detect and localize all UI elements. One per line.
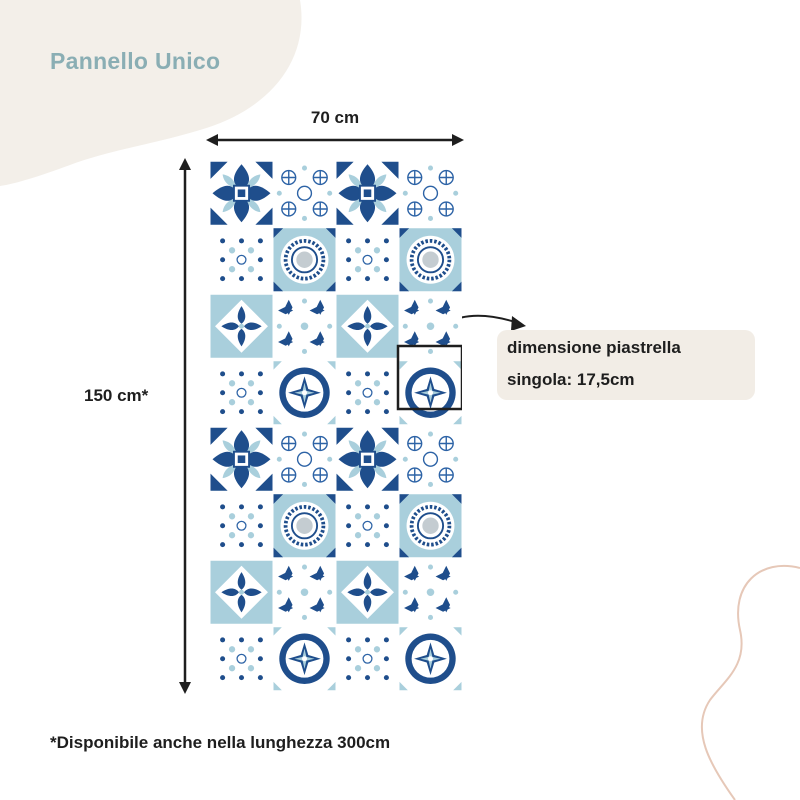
highlighted-tile-outline xyxy=(396,344,462,411)
tile-lattice xyxy=(399,427,462,492)
tile-grout xyxy=(398,625,462,692)
tile-dots xyxy=(336,626,399,691)
tile-star xyxy=(273,361,336,425)
tile-flower xyxy=(210,426,273,492)
tile-flower xyxy=(336,160,399,226)
tile-medallion xyxy=(273,492,336,559)
height-arrow xyxy=(179,158,191,694)
tile-crosses xyxy=(273,294,336,358)
callout-line-2: singola: 17,5cm xyxy=(507,370,635,389)
tile-dots xyxy=(210,493,273,558)
tile-lattice xyxy=(273,427,336,492)
tile-dots xyxy=(210,626,273,691)
footnote: *Disponibile anche nella lunghezza 300cm xyxy=(50,733,391,752)
tile-flower xyxy=(336,426,399,492)
tile-dots xyxy=(210,227,273,292)
decorative-curve xyxy=(700,564,800,800)
tile-diamond xyxy=(336,560,399,624)
callout-line-1: dimensione piastrella xyxy=(507,338,681,357)
tile-medallion xyxy=(399,226,462,293)
tile-medallion xyxy=(273,226,336,293)
tile-diamond xyxy=(210,294,273,358)
tile-star xyxy=(273,627,336,691)
tile-size-callout: dimensione piastrella singola: 17,5cm xyxy=(497,330,755,400)
page-title: Pannello Unico xyxy=(50,48,221,74)
tile-dots xyxy=(336,360,399,425)
tile-star xyxy=(399,361,462,425)
tile-dots xyxy=(210,360,273,425)
tile-dots xyxy=(336,493,399,558)
width-label: 70 cm xyxy=(310,108,360,127)
tile-panel xyxy=(210,160,462,692)
tile-diamond xyxy=(210,560,273,624)
tile-crosses xyxy=(273,560,336,624)
tile-lattice xyxy=(273,161,336,226)
tile-flower xyxy=(210,160,273,226)
tile-medallion xyxy=(399,492,462,559)
width-arrow xyxy=(206,134,464,146)
background-blob xyxy=(0,0,302,186)
height-label: 150 cm* xyxy=(84,386,149,405)
tile-star xyxy=(399,627,462,691)
tile-diamond xyxy=(336,294,399,358)
tile-crosses xyxy=(399,294,462,358)
tile-dots xyxy=(336,227,399,292)
tile-crosses xyxy=(399,560,462,624)
tile-lattice xyxy=(399,161,462,226)
